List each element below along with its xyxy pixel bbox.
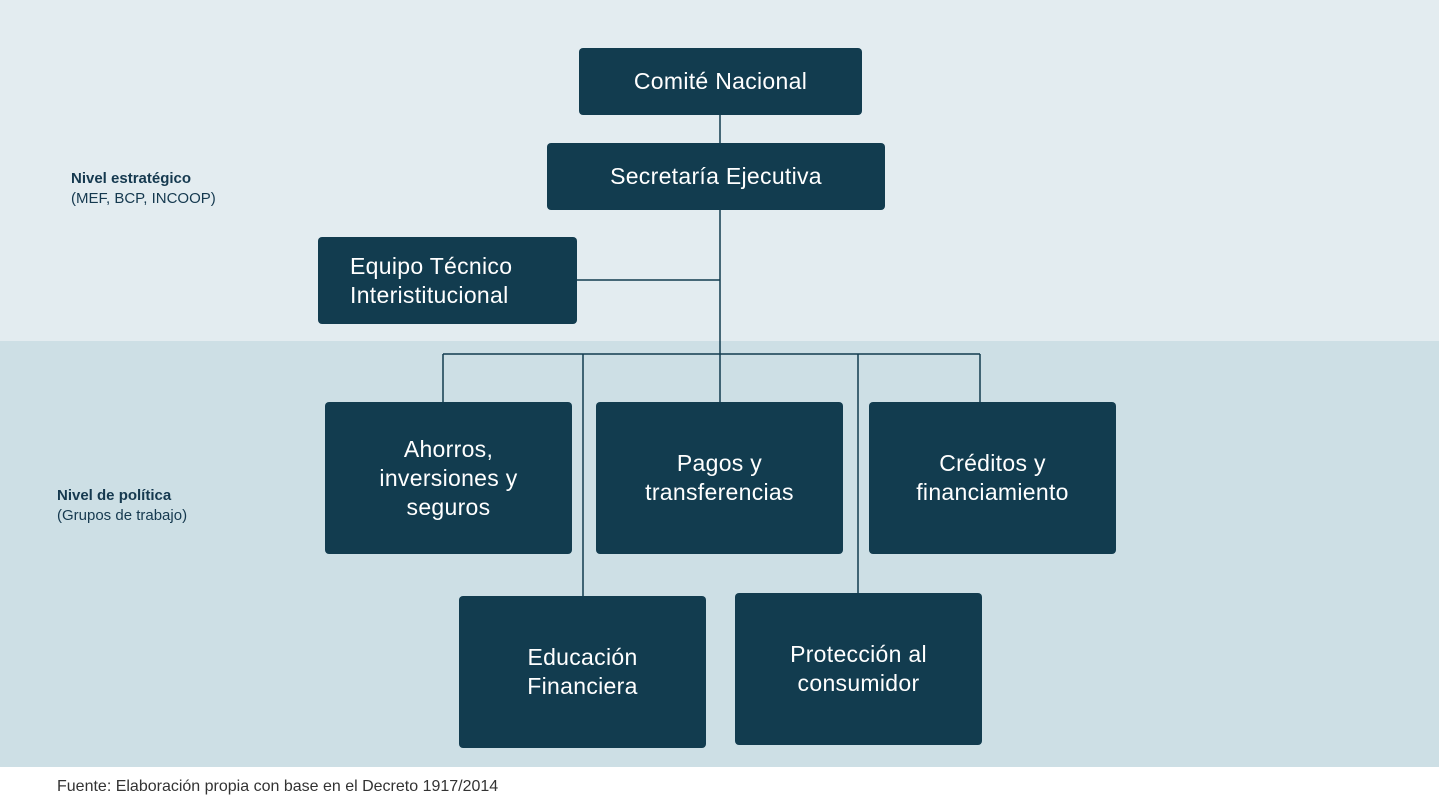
node-secretaria-ejecutiva: Secretaría Ejecutiva [547,143,885,210]
policy-level-title: Nivel de política [57,487,172,504]
node-pagos-label: Pagos y transferencias [645,450,794,505]
node-equipo-tecnico-label: Equipo Técnico Interistitucional [350,252,513,308]
node-comite-nacional: Comité Nacional [579,48,862,115]
node-creditos-financiamiento: Créditos y financiamiento [869,402,1116,554]
node-educacion-label: Educación Financiera [527,644,638,699]
strategic-level-title: Nivel estratégico [71,170,192,187]
strategic-level-subtitle: (MEF, BCP, INCOOP) [71,190,216,207]
policy-level-label: Nivel de política (Grupos de trabajo) [57,486,187,526]
strategic-level-label: Nivel estratégico (MEF, BCP, INCOOP) [71,169,216,209]
node-secretaria-ejecutiva-label: Secretaría Ejecutiva [610,163,822,189]
node-ahorros-inversiones-seguros: Ahorros, inversiones y seguros [325,402,572,554]
node-pagos-transferencias: Pagos y transferencias [596,402,843,554]
node-ahorros-label: Ahorros, inversiones y seguros [379,435,518,520]
node-proteccion-label: Protección al consumidor [790,641,927,696]
node-educacion-financiera: Educación Financiera [459,596,706,748]
node-creditos-label: Créditos y financiamiento [916,450,1069,505]
policy-level-subtitle: (Grupos de trabajo) [57,507,188,524]
node-comite-nacional-label: Comité Nacional [633,68,808,94]
source-note: Fuente: Elaboración propia con base en e… [57,778,499,795]
node-proteccion-consumidor: Protección al consumidor [735,593,982,745]
node-equipo-tecnico: Equipo Técnico Interistitucional [318,237,577,324]
